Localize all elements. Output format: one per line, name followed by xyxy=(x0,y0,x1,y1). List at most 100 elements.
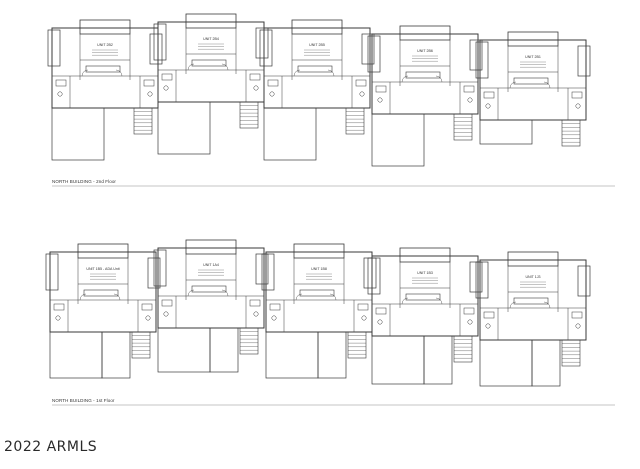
kitchen-counter xyxy=(405,293,441,301)
stair xyxy=(133,107,153,135)
garage-outline xyxy=(265,331,319,379)
door-swing xyxy=(509,81,517,89)
side-projection xyxy=(363,257,377,289)
bathtub xyxy=(571,91,583,99)
stair xyxy=(453,113,473,141)
toilet xyxy=(271,315,277,321)
exterior-wall xyxy=(157,21,265,103)
stair-outline xyxy=(561,339,581,367)
toilet xyxy=(485,103,491,109)
unit-label: UNIT 1B3 xyxy=(417,271,433,275)
garage-outline xyxy=(157,101,211,155)
door-swing xyxy=(509,301,517,309)
garage-outline xyxy=(423,335,453,385)
door-swing xyxy=(221,289,229,297)
stair xyxy=(131,331,151,359)
bump-out xyxy=(77,243,129,259)
bathtub xyxy=(483,311,495,319)
stair-outline xyxy=(239,101,259,129)
kitchen-counter xyxy=(191,285,227,293)
door-swing xyxy=(221,63,229,71)
toilet xyxy=(575,103,581,109)
bump-out xyxy=(399,247,451,263)
door-swing xyxy=(187,63,195,71)
bathtub xyxy=(55,79,67,87)
stair xyxy=(239,327,259,355)
toilet xyxy=(57,91,63,97)
bump-out xyxy=(79,19,131,35)
side-projection xyxy=(367,257,381,295)
side-projection xyxy=(153,23,167,61)
first-floor-caption: NORTH BUILDING - 1st Floor xyxy=(52,398,115,403)
unit-block-first-floor-4: UNIT 1B3 xyxy=(367,247,483,385)
kitchen-counter xyxy=(513,297,549,305)
bump-out xyxy=(399,25,451,41)
unit-label: UNIT 1J3 xyxy=(525,275,540,279)
door-swing xyxy=(543,301,551,309)
bathtub xyxy=(483,91,495,99)
bathtub xyxy=(357,303,369,311)
stair-outline xyxy=(131,331,151,359)
garage-outline xyxy=(371,335,425,385)
stair xyxy=(345,107,365,135)
garage-outline xyxy=(479,339,533,387)
door-swing xyxy=(81,69,89,77)
stair-outline xyxy=(453,335,473,363)
garage-outline xyxy=(49,331,103,379)
unit-label: UNIT 1B8 xyxy=(311,267,327,271)
stair-outline xyxy=(239,327,259,355)
unit-block-second-floor-4: UNIT 2B6 xyxy=(367,25,483,167)
stair xyxy=(453,335,473,363)
side-projection xyxy=(475,41,489,79)
exterior-wall xyxy=(479,259,587,341)
garage-outline xyxy=(317,331,347,379)
stair-outline xyxy=(133,107,153,135)
kitchen-counter xyxy=(513,77,549,85)
bump-out xyxy=(293,243,345,259)
side-projection xyxy=(261,253,275,291)
door-swing xyxy=(293,69,301,77)
kitchen-counter xyxy=(191,59,227,67)
bump-out xyxy=(291,19,343,35)
unit-block-first-floor-1: UNIT 1B5 - ADA Unit xyxy=(45,243,161,379)
toilet xyxy=(253,85,259,91)
second-floor-caption: NORTH BUILDING - 2nd Floor xyxy=(52,179,117,184)
toilet xyxy=(163,311,169,317)
side-projection xyxy=(153,249,167,287)
exterior-wall xyxy=(51,27,159,109)
bathtub xyxy=(53,303,65,311)
door-swing xyxy=(435,75,443,83)
stair-outline xyxy=(345,107,365,135)
kitchen-counter xyxy=(297,65,333,73)
exterior-wall xyxy=(371,255,479,337)
unit-label: UNIT 2B2 xyxy=(97,43,113,47)
unit-label: UNIT 1A4 xyxy=(203,263,219,267)
bathtub xyxy=(463,85,475,93)
bathtub xyxy=(161,299,173,307)
bump-out xyxy=(507,251,559,267)
toilet xyxy=(467,97,473,103)
side-projection xyxy=(475,261,489,299)
stair xyxy=(561,119,581,147)
bathtub xyxy=(143,79,155,87)
bathtub xyxy=(269,303,281,311)
garage-outline xyxy=(479,119,533,145)
door-swing xyxy=(401,297,409,305)
side-projection xyxy=(45,253,59,291)
exterior-wall xyxy=(49,251,157,333)
stair xyxy=(561,339,581,367)
side-projection xyxy=(47,29,61,67)
bump-out xyxy=(185,239,237,255)
exterior-wall xyxy=(479,39,587,121)
door-swing xyxy=(113,293,121,301)
side-projection xyxy=(577,45,591,77)
stair xyxy=(347,331,367,359)
toilet xyxy=(163,85,169,91)
unit-block-second-floor-5: UNIT 2B1 xyxy=(475,31,591,147)
door-swing xyxy=(295,293,303,301)
door-swing xyxy=(115,69,123,77)
exterior-wall xyxy=(265,251,373,333)
bathtub xyxy=(375,307,387,315)
kitchen-counter xyxy=(83,289,119,297)
